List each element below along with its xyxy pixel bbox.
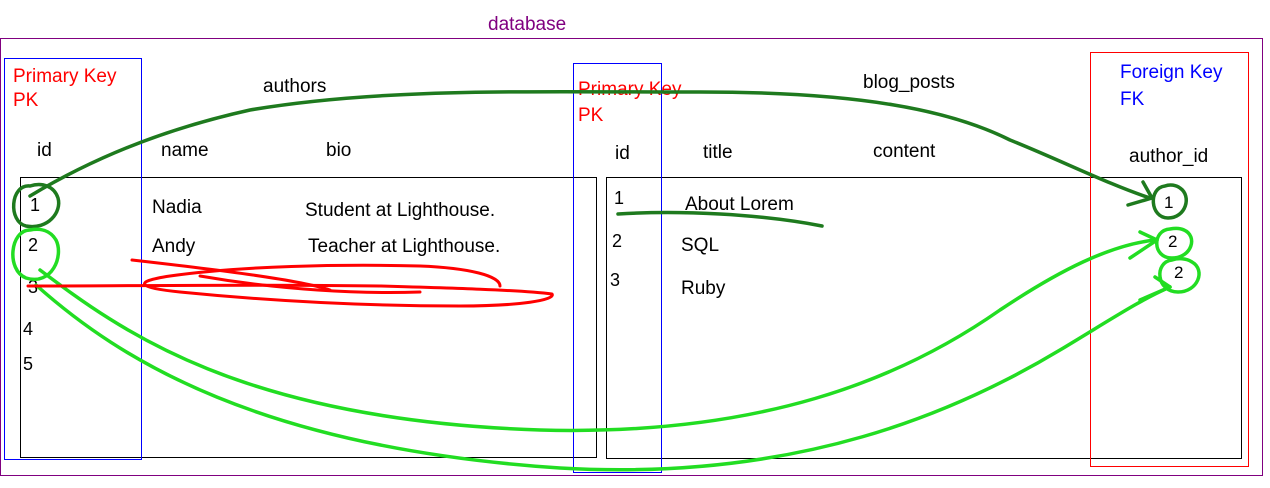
blog-posts-title-cell: Ruby xyxy=(681,278,726,299)
database-label: database xyxy=(488,14,567,35)
blog-posts-author-id-cell: 2 xyxy=(1168,232,1178,251)
blog-posts-col-id: id xyxy=(615,143,630,164)
blog-posts-id-cell: 3 xyxy=(610,270,621,290)
blog-posts-author-id-cell: 2 xyxy=(1174,263,1184,282)
blog-posts-fk-abbrev: FK xyxy=(1120,89,1145,110)
authors-name-cell: Nadia xyxy=(152,197,202,218)
blog-posts-col-content: content xyxy=(873,141,936,162)
blog-posts-fk-highlight xyxy=(1090,52,1249,467)
blog-posts-id-cell: 1 xyxy=(614,188,625,208)
authors-bio-cell: Teacher at Lighthouse. xyxy=(308,236,501,257)
blog-posts-id-cell: 2 xyxy=(612,231,623,251)
authors-id-cell: 3 xyxy=(28,277,39,297)
blog-posts-col-title: title xyxy=(703,142,733,163)
database-container xyxy=(0,38,1263,476)
blog-posts-pk-abbrev: PK xyxy=(578,105,604,126)
blog-posts-col-author-id: author_id xyxy=(1129,146,1209,167)
authors-pk-abbrev: PK xyxy=(13,90,39,111)
blog-posts-title-cell: SQL xyxy=(681,235,720,256)
authors-pk-label: Primary Key xyxy=(13,66,117,87)
authors-name-cell: Andy xyxy=(152,236,196,257)
authors-col-bio: bio xyxy=(326,140,352,161)
blog-posts-title-cell: About Lorem xyxy=(685,194,794,215)
authors-col-id: id xyxy=(37,140,52,161)
authors-pk-highlight xyxy=(4,58,142,460)
authors-id-cell: 2 xyxy=(28,235,39,255)
authors-id-cell: 1 xyxy=(30,195,41,215)
blog-posts-author-id-cell: 1 xyxy=(1164,193,1174,212)
authors-bio-cell: Student at Lighthouse. xyxy=(305,200,496,221)
blog-posts-table-label: blog_posts xyxy=(863,72,955,93)
blog-posts-pk-label: Primary Key xyxy=(578,79,682,100)
authors-col-name: name xyxy=(161,140,209,161)
authors-id-cell: 4 xyxy=(23,319,34,339)
authors-id-cell: 5 xyxy=(23,354,34,374)
blog-posts-fk-label: Foreign Key xyxy=(1120,62,1223,83)
authors-table-label: authors xyxy=(263,76,327,97)
